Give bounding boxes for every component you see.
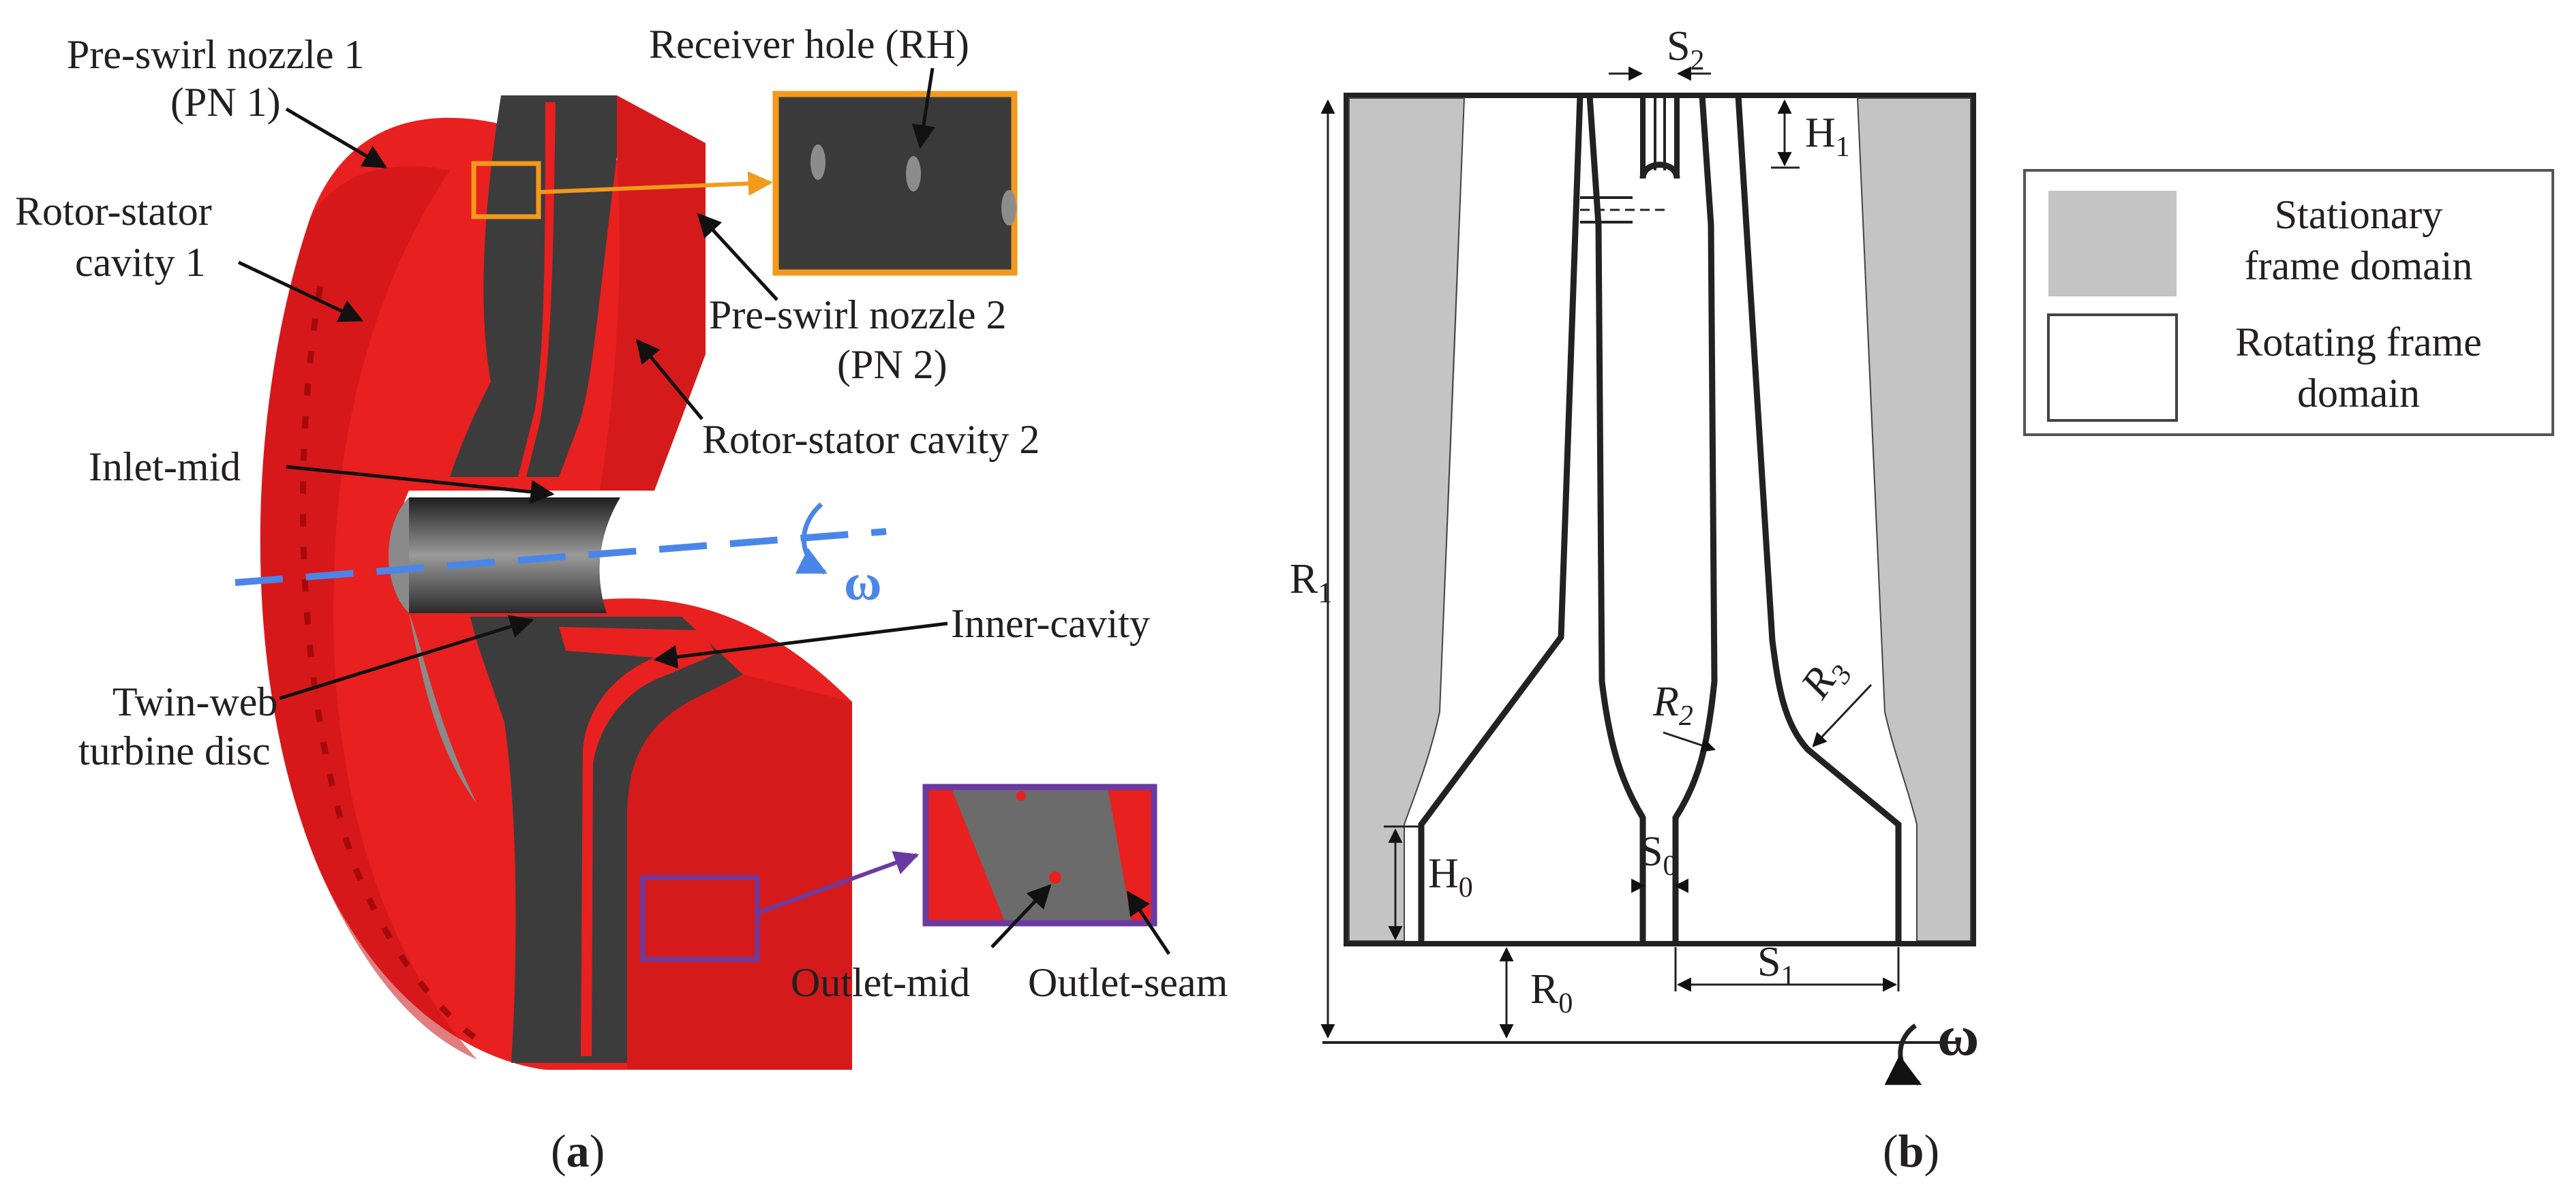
lower-web-section — [470, 617, 743, 1063]
panel-b-schematic — [1322, 93, 1976, 1044]
receiver-hole-2 — [906, 156, 921, 191]
legend: Stationary frame domain Rotating frame d… — [2023, 169, 2554, 436]
receiver-hole-1 — [810, 144, 825, 180]
arrow-receiver-hole — [911, 67, 936, 149]
label-s0: S0 — [1639, 829, 1677, 882]
arrow-outlet-seam — [1126, 891, 1171, 955]
label-rsc1-line1: Rotor-stator — [15, 189, 212, 234]
label-rsc2: Rotor-stator cavity 2 — [702, 417, 1040, 462]
label-r1: R1 — [1290, 556, 1332, 609]
disc-rim-shade — [260, 166, 477, 1060]
label-receiver-hole: Receiver hole (RH) — [649, 22, 969, 67]
label-r2: R2 — [1652, 679, 1693, 732]
label-pn1-line2: (PN 1) — [170, 80, 281, 125]
stationary-region-right — [1856, 97, 1971, 942]
label-rsc1-line2: cavity 1 — [75, 240, 206, 285]
panel-a-disc-model — [234, 95, 887, 1070]
label-pn2-line2: (PN 2) — [837, 342, 948, 387]
inner-cavity-right-wall — [1672, 95, 1718, 944]
legend-swatch-stationary — [2048, 191, 2177, 296]
legend-swatch-rotating — [2047, 313, 2178, 422]
arrow-inlet-mid — [286, 465, 555, 504]
omega-rotation-arrow-a — [795, 502, 828, 575]
label-inner-cavity: Inner-cavity — [951, 601, 1150, 646]
right-web-outline — [1735, 95, 1902, 944]
label-omega-a: ω — [844, 554, 882, 611]
label-h0: H0 — [1428, 850, 1473, 904]
omega-rotation-arrow-b — [1884, 1023, 1922, 1086]
label-r0: R0 — [1530, 966, 1573, 1019]
dimensions — [1320, 66, 1900, 1039]
arrow-twin-web — [279, 615, 534, 700]
receiver-hole-connector — [538, 171, 773, 196]
rotation-axis — [234, 528, 887, 586]
label-pn2-line1: Pre-swirl nozzle 2 — [709, 292, 1007, 337]
dim-r2 — [1663, 731, 1716, 752]
lower-web-gap — [559, 627, 716, 1056]
arrow-pn2 — [697, 213, 778, 301]
disc-rim-dashes — [299, 285, 493, 1052]
label-pn1-line1: Pre-swirl nozzle 1 — [67, 32, 365, 77]
legend-stationary-line1: Stationary — [2275, 192, 2443, 237]
caption-b: (b) — [1883, 1125, 1939, 1177]
label-s1: S1 — [1757, 939, 1795, 992]
legend-stationary-line2: frame domain — [2245, 243, 2473, 288]
label-twin-web-line1: Twin-web — [112, 679, 277, 724]
label-outlet-mid: Outlet-mid — [791, 960, 970, 1005]
arrow-inner-cavity — [653, 621, 948, 669]
legend-rotating-line1: Rotating frame — [2235, 320, 2482, 365]
outlet-inset — [922, 784, 1157, 927]
label-h1: H1 — [1805, 110, 1850, 163]
label-twin-web-line2: turbine disc — [78, 728, 271, 773]
stationary-region-left — [1348, 97, 1466, 942]
arrow-outlet-mid — [990, 884, 1052, 948]
label-omega-b: ω — [1937, 1004, 1979, 1068]
lower-right-face — [627, 675, 852, 1070]
dim-r3 — [1812, 683, 1873, 747]
left-web-outline — [1418, 95, 1584, 944]
outlet-mid-point — [1049, 871, 1061, 884]
label-s2: S2 — [1667, 23, 1704, 76]
label-inlet-mid: Inlet-mid — [89, 444, 241, 489]
caption-a: (a) — [551, 1125, 605, 1177]
legend-rotating-line2: domain — [2297, 371, 2420, 416]
arrow-rsc1 — [237, 260, 364, 322]
receiver-hole-inset — [772, 91, 1018, 276]
inner-cavity-left-wall — [1586, 95, 1646, 944]
receiver-hole-3 — [1001, 190, 1016, 226]
label-outlet-seam: Outlet-seam — [1028, 960, 1228, 1005]
bore-cylinder — [389, 497, 620, 613]
outlet-marker-box — [640, 875, 760, 962]
upper-web-gap — [518, 102, 556, 477]
arrow-rsc2 — [635, 339, 703, 420]
bore-inner-rim — [389, 497, 477, 804]
arrow-pn1 — [285, 107, 388, 169]
outlet-connector — [756, 851, 920, 915]
